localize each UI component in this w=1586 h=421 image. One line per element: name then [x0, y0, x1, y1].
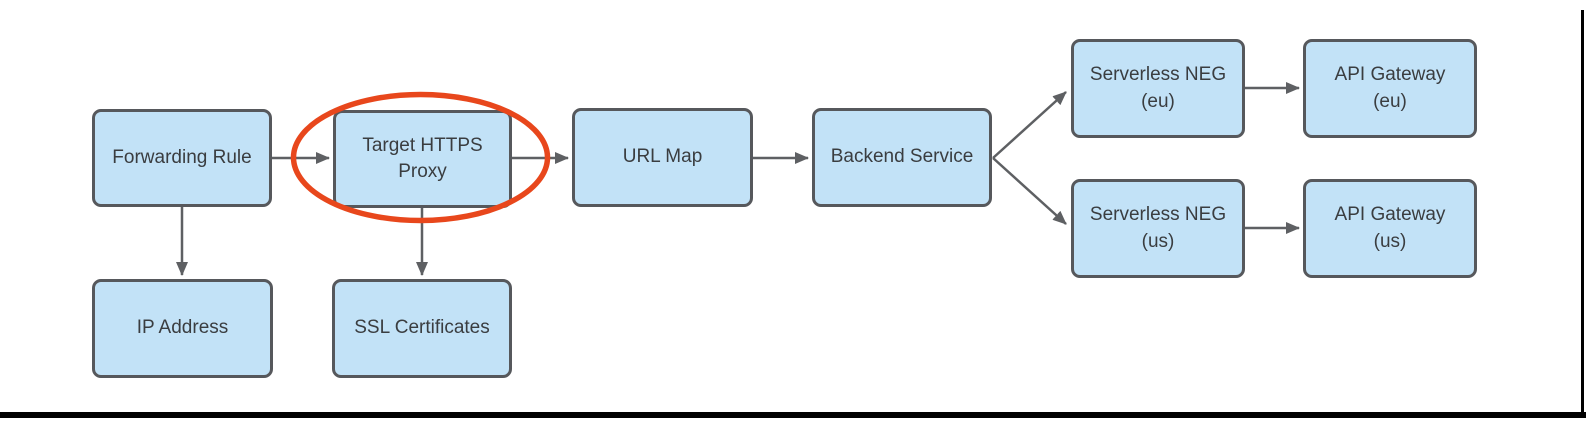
node-serverless-neg-eu-label: Serverless NEG (eu): [1089, 64, 1227, 112]
page-border-bottom: [0, 412, 1586, 418]
node-ssl-certificates: SSL Certificates: [332, 279, 512, 378]
page-border-right: [1581, 10, 1584, 418]
edge-backend-to-neg-eu: [992, 91, 1067, 159]
node-backend-service-label: Backend Service: [830, 146, 974, 168]
node-ip-address-label: IP Address: [136, 317, 229, 339]
node-api-gateway-eu: API Gateway (eu): [1303, 39, 1477, 138]
node-api-gateway-us-label: API Gateway (us): [1334, 204, 1446, 252]
node-url-map: URL Map: [572, 108, 753, 207]
node-serverless-neg-us-label: Serverless NEG (us): [1089, 204, 1227, 252]
node-backend-service: Backend Service: [812, 108, 992, 207]
node-serverless-neg-us: Serverless NEG (us): [1071, 179, 1245, 278]
node-forwarding-rule-label: Forwarding Rule: [112, 146, 252, 168]
node-target-https-proxy-label: Target HTTPS Proxy: [362, 134, 483, 182]
node-serverless-neg-eu: Serverless NEG (eu): [1071, 39, 1245, 138]
edge-backend-to-neg-us: [992, 157, 1067, 225]
node-api-gateway-us: API Gateway (us): [1303, 179, 1477, 278]
node-ssl-certificates-label: SSL Certificates: [354, 317, 490, 339]
node-target-https-proxy: Target HTTPS Proxy: [333, 110, 512, 208]
node-forwarding-rule: Forwarding Rule: [92, 109, 272, 207]
node-api-gateway-eu-label: API Gateway (eu): [1334, 64, 1446, 112]
node-ip-address: IP Address: [92, 279, 273, 378]
node-url-map-label: URL Map: [622, 146, 703, 168]
